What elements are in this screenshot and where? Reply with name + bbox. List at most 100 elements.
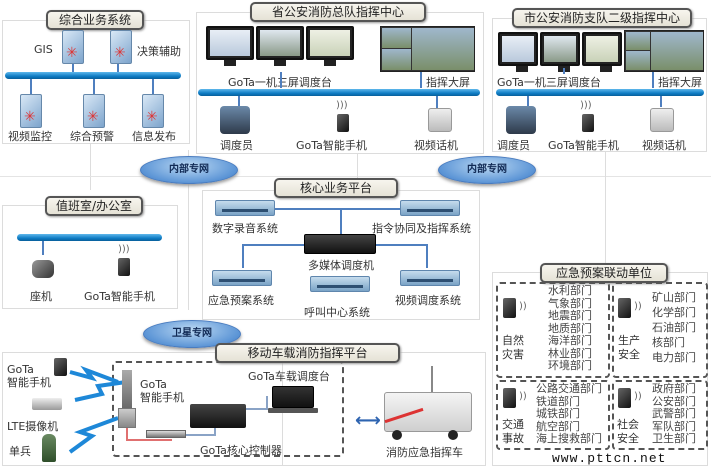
command-system-icon xyxy=(400,200,460,216)
laptop-icon xyxy=(272,386,314,408)
big-screen-icon xyxy=(380,26,475,72)
municipal-panel-title: 市公安消防支队二级指挥中心 xyxy=(512,8,692,28)
monitor-icon xyxy=(206,26,254,66)
recording-system-icon xyxy=(215,200,275,216)
core-controller-icon xyxy=(190,404,246,428)
monitor-icon xyxy=(540,32,580,72)
business-panel-title: 综合业务系统 xyxy=(46,10,144,30)
vehicle-wheel xyxy=(448,430,458,440)
lightning-bolt xyxy=(68,416,119,454)
municipal-bigscreen-label: 指挥大屏 xyxy=(658,76,702,89)
connector-line xyxy=(357,150,358,190)
multimedia-dispatcher-label: 多媒体调度机 xyxy=(308,259,374,272)
vehicle-console-label: GoTa车载调度台 xyxy=(248,370,330,383)
municipal-console-label: GoTa一机三屏调度台 xyxy=(497,76,601,89)
connector-line xyxy=(188,150,189,310)
connector-line xyxy=(90,130,91,190)
watermark: www.pttcn.net xyxy=(552,451,667,466)
publish-server-icon xyxy=(142,94,164,128)
provincial-bus xyxy=(198,89,480,96)
internal-network-left: 内部专网 xyxy=(140,156,238,184)
bidirectional-arrow-icon: ⟷ xyxy=(355,410,381,431)
connector-line xyxy=(605,150,606,270)
emergency-panel xyxy=(492,272,708,466)
wireless-icon: )) xyxy=(519,391,527,402)
video-monitor-label: 视频监控 xyxy=(8,130,52,143)
monitor-icon xyxy=(498,32,538,72)
smartphone-icon xyxy=(618,388,631,408)
vehicle-wheel xyxy=(392,430,402,440)
natural-disaster-group xyxy=(496,282,610,378)
command-vehicle-icon xyxy=(384,392,472,432)
warning-server-icon xyxy=(83,94,105,128)
video-dispatch-system-label: 视频调度系统 xyxy=(395,294,461,307)
soldier-label: 单兵 xyxy=(9,445,31,458)
emergency-panel-title: 应急预案联动单位 xyxy=(540,263,668,283)
call-center-system-label: 呼叫中心系统 xyxy=(304,306,370,319)
social-safety-name: 社会安全 xyxy=(617,418,639,445)
soldier-icon xyxy=(42,434,56,462)
emergency-plan-system-label: 应急预案系统 xyxy=(208,294,274,307)
multimedia-dispatcher-icon xyxy=(304,234,376,254)
gis-server-icon xyxy=(62,30,84,64)
big-screen-icon xyxy=(624,30,704,72)
monitor-icon xyxy=(582,32,622,72)
warning-label: 综合预警 xyxy=(70,130,114,143)
provincial-bigscreen-label: 指挥大屏 xyxy=(426,76,470,89)
traffic-accident-group xyxy=(496,380,610,450)
dutyroom-panel-title: 值班室/办公室 xyxy=(45,196,143,216)
natural-disaster-name: 自然灾害 xyxy=(502,334,524,361)
base-station-cabinet-icon xyxy=(118,408,136,428)
desk-phone-icon xyxy=(32,260,54,278)
smartphone-icon xyxy=(503,298,516,318)
monitor-icon xyxy=(256,26,304,66)
command-system-label: 指令协同及指挥系统 xyxy=(372,222,471,235)
wireless-link-lightning xyxy=(68,365,127,454)
switch-icon xyxy=(146,430,186,438)
lightning-bolt xyxy=(69,365,119,384)
municipal-bus xyxy=(496,89,704,96)
production-safety-depts: 矿山部门化学部门石油部门核部门电力部门 xyxy=(652,291,696,364)
core-panel-title: 核心业务平台 xyxy=(274,178,398,198)
gis-label: GIS xyxy=(34,43,53,56)
traffic-accident-name: 交通事故 xyxy=(502,418,524,445)
provincial-videophone-label: 视频话机 xyxy=(414,139,458,152)
business-bus xyxy=(5,72,181,79)
dutyroom-panel xyxy=(2,205,178,309)
smartphone-icon xyxy=(54,358,67,376)
production-safety-name: 生产安全 xyxy=(618,334,640,361)
smartphone-icon xyxy=(118,258,130,276)
command-vehicle-label: 消防应急指挥车 xyxy=(386,446,463,459)
mobile-panel-title: 移动车载消防指挥平台 xyxy=(215,343,400,363)
wireless-icon: ))) xyxy=(118,244,130,255)
production-safety-group xyxy=(612,282,708,378)
video-monitor-server-icon xyxy=(20,94,42,128)
provincial-console-label: GoTa一机三屏调度台 xyxy=(228,74,332,90)
decision-label: 决策辅助 xyxy=(137,45,181,58)
wireless-icon: )) xyxy=(634,391,642,402)
decision-server-icon xyxy=(110,30,132,64)
wireless-icon: )) xyxy=(634,301,642,312)
core-controller-label: GoTa核心控制器 xyxy=(200,444,282,457)
call-center-system-icon xyxy=(310,276,370,292)
video-phone-icon xyxy=(428,108,452,132)
desk-phone-label: 座机 xyxy=(30,290,52,303)
publish-label: 信息发布 xyxy=(132,130,176,143)
traffic-accident-depts: 公路交通部门铁道部门城铁部门航空部门海上搜救部门 xyxy=(536,382,602,445)
smartphone-icon xyxy=(618,298,631,318)
provincial-phone-label: GoTa智能手机 xyxy=(296,139,367,152)
video-dispatch-system-icon xyxy=(400,270,460,286)
social-safety-depts: 政府部门公安部门武警部门军队部门卫生部门 xyxy=(652,382,696,445)
social-safety-group xyxy=(612,380,708,450)
dispatcher-icon xyxy=(506,106,536,134)
base-station-icon xyxy=(122,370,132,410)
emergency-plan-system-icon xyxy=(212,270,272,286)
dutyroom-smartphone-label: GoTa智能手机 xyxy=(84,290,155,303)
lte-camera-icon xyxy=(32,398,62,410)
lightning-bolt xyxy=(74,380,127,402)
monitor-icon xyxy=(306,26,354,66)
wireless-icon: ))) xyxy=(580,100,592,111)
recording-system-label: 数字录音系统 xyxy=(212,222,278,235)
lte-camera-label: LTE摄像机 xyxy=(7,420,59,433)
